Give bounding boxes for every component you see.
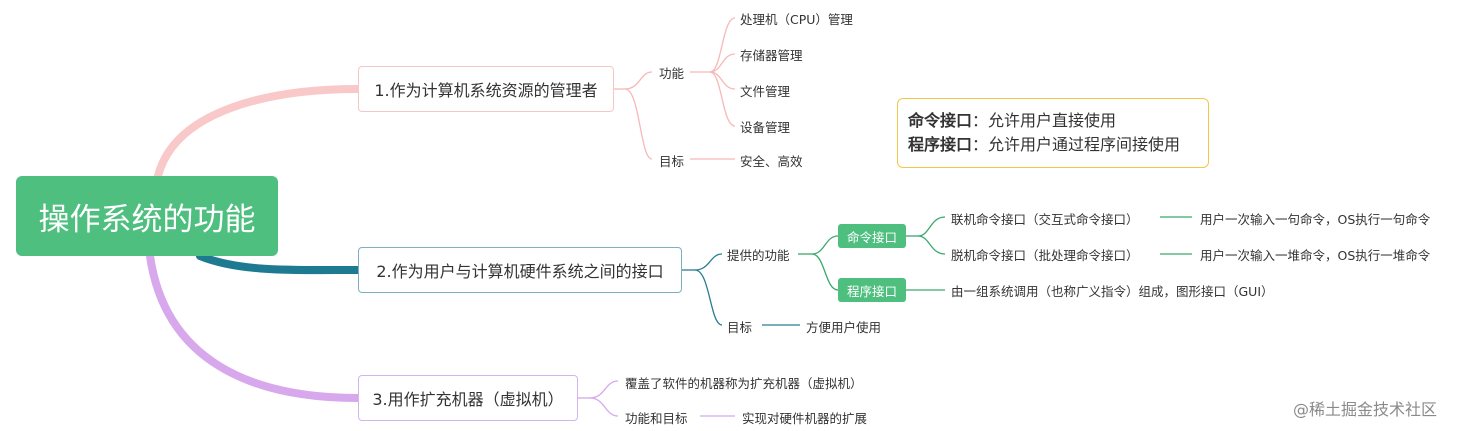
b2-goal[interactable]: 方便用户使用	[806, 320, 882, 335]
b1-function-label[interactable]: 功能	[659, 66, 685, 81]
note-command-line: 命令接口：允许用户直接使用	[908, 109, 1198, 133]
b2-offline-desc[interactable]: 用户一次输入一堆命令，OS执行一堆命令	[1200, 248, 1431, 263]
b2-provided-label[interactable]: 提供的功能	[727, 248, 790, 263]
branch-interface[interactable]: 2.作为用户与计算机硬件系统之间的接口	[358, 247, 682, 293]
b2-online-desc[interactable]: 用户一次输入一句命令，OS执行一句命令	[1200, 212, 1431, 227]
edge-root-b1	[154, 85, 362, 180]
b2-online-interface[interactable]: 联机命令接口（交互式命令接口）	[951, 212, 1139, 227]
interface-note-box: 命令接口：允许用户直接使用 程序接口：允许用户通过程序间接使用	[897, 98, 1209, 168]
note-program-title: 程序接口	[908, 135, 973, 154]
b1-cpu-management[interactable]: 处理机（CPU）管理	[740, 12, 853, 27]
b2-program-desc[interactable]: 由一组系统调用（也称广义指令）组成，图形接口（GUI）	[951, 284, 1274, 299]
b1-memory-management[interactable]: 存储器管理	[740, 48, 803, 63]
b1-goal-label[interactable]: 目标	[659, 154, 685, 169]
b2-goal-label[interactable]: 目标	[727, 320, 753, 335]
note-program-text: ：允许用户通过程序间接使用	[972, 135, 1181, 154]
edge-root-b3	[146, 252, 362, 402]
watermark: @稀土掘金技术社区	[1293, 400, 1438, 419]
b3-func-goal-label[interactable]: 功能和目标	[625, 411, 688, 426]
b3-item-covered-machine[interactable]: 覆盖了软件的机器称为扩充机器（虚拟机）	[625, 376, 863, 391]
b1-device-management[interactable]: 设备管理	[740, 120, 791, 135]
b3-func-goal[interactable]: 实现对硬件机器的扩展	[742, 411, 868, 426]
branch-resource-manager[interactable]: 1.作为计算机系统资源的管理者	[358, 66, 614, 112]
b2-offline-interface[interactable]: 脱机命令接口（批处理命令接口）	[951, 248, 1139, 263]
note-program-line: 程序接口：允许用户通过程序间接使用	[908, 133, 1198, 157]
root-node[interactable]: 操作系统的功能	[16, 176, 278, 256]
b1-file-management[interactable]: 文件管理	[740, 84, 791, 99]
edge-root-b2	[196, 252, 362, 275]
note-command-text: ：允许用户直接使用	[972, 111, 1117, 130]
b2-command-interface[interactable]: 命令接口	[838, 224, 906, 248]
b1-goal[interactable]: 安全、高效	[740, 154, 803, 169]
note-command-title: 命令接口	[908, 111, 973, 130]
b2-program-interface[interactable]: 程序接口	[838, 278, 906, 302]
branch-extended-machine[interactable]: 3.用作扩充机器（虚拟机）	[358, 375, 578, 421]
